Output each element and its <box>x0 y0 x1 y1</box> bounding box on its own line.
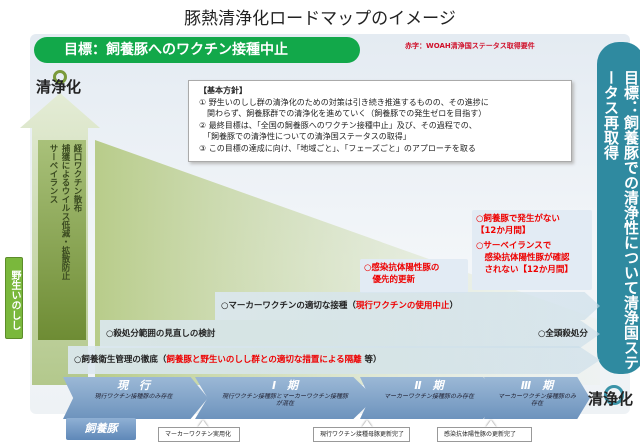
bar-text: ○マーカーワクチンの適切な接種（ <box>221 301 356 311</box>
milestone-box: 感染抗体陽性豚の更新完了 <box>437 427 532 442</box>
phase-desc: 現行ワクチン接種豚とマーカーワクチン接種豚が混在 <box>221 393 348 407</box>
bar-text: ） <box>449 301 458 311</box>
phase-3: Ⅲ 期 マーカーワクチン接種豚のみ存在 <box>484 377 590 419</box>
requirement-box-antibody: ○感染抗体陽性豚の 優先的更新 <box>360 259 468 293</box>
phase-2: Ⅱ 期 マーカーワクチン接種豚のみ存在 <box>360 377 500 419</box>
requirement-line: 感染抗体陽性豚が確認 <box>476 253 570 263</box>
measure-item: 経口ワクチン散布 <box>72 144 82 212</box>
phase-name: Ⅲ 期 <box>520 379 554 392</box>
phase-desc: 現行ワクチン接種豚のみ存在 <box>94 393 173 400</box>
ring-icon <box>604 385 624 405</box>
policy-line: ② 最終目標は、「全国の飼養豚へのワクチン接種中止」及び、その過程での、 <box>199 120 477 130</box>
arrow-up-icon <box>362 420 372 427</box>
requirement-line: ○感染抗体陽性豚の <box>364 263 440 273</box>
clean-label-bottom: 清浄化 <box>588 390 634 408</box>
goal-banner: 目標：飼養豚へのワクチン接種中止 <box>34 37 360 63</box>
policy-heading: 【基本方針】 <box>199 86 247 95</box>
requirement-line: ○飼養豚で発生がない <box>476 214 560 224</box>
policy-line: ③ この目標の達成に向け、「地域ごと」、「フェーズごと」のアプローチを取る <box>199 143 476 153</box>
arrow-up-icon <box>198 420 208 427</box>
requirement-box-status: ○飼養豚で発生がない 【12か月間】 ○サーベイランスで 感染抗体陽性豚が確認 … <box>472 210 592 290</box>
policy-line: ① 野生いのしし群の清浄化のための対策は引き続き推進するものの、その進捗に <box>199 97 489 107</box>
right-goal-column: 目標：飼養豚での清浄性について清浄国ステータス再取得 <box>597 42 640 374</box>
marker-vaccine-bar: ○マーカーワクチンの適切な接種（現行ワクチンの使用中止） <box>215 292 600 320</box>
bar-text: 等） <box>361 355 382 365</box>
farmed-pig-label: 飼養豚 <box>66 418 136 440</box>
milestone-box: マーカーワクチン実用化 <box>158 427 240 442</box>
basic-policy-box: 【基本方針】 ① 野生いのしし群の清浄化のための対策は引き続き推進するものの、そ… <box>188 80 572 162</box>
bar-text-right: ○全頭殺処分 <box>538 329 588 339</box>
measure-item: 捕獲によるウイルス低減・拡散防止 <box>60 144 70 280</box>
requirement-line: ○サーベイランスで <box>476 241 552 251</box>
arrow-up-icon <box>486 420 496 427</box>
red-text-legend: 赤字：WOAH清浄国ステータス取得要件 <box>405 42 535 50</box>
phase-desc: マーカーワクチン接種豚のみ存在 <box>498 393 577 407</box>
milestone-box: 現行ワクチン接種母豚更新完了 <box>313 427 410 442</box>
bar-red-text: 現行ワクチンの使用中止 <box>355 301 450 311</box>
phase-name: Ⅰ 期 <box>271 379 299 392</box>
bar-text: ○飼養衛生管理の徹底（ <box>74 355 167 365</box>
wild-boar-label: 野生いのしし <box>5 257 23 339</box>
bar-text: ○殺処分範囲の見直しの検討 <box>106 329 216 339</box>
policy-line: 「飼養豚での清浄性についての清浄国ステータスの取得」 <box>199 132 411 141</box>
phase-current: 現 行 現行ワクチン接種豚のみ存在 <box>63 377 208 419</box>
page-title: 豚熱清浄化ロードマップのイメージ <box>184 9 456 29</box>
requirement-line: 【12か月間】 <box>476 226 531 236</box>
clean-label-top: 清浄化 <box>36 78 82 96</box>
hygiene-bar: ○飼養衛生管理の徹底（飼養豚と野生いのしし群との適切な措置による隔離 等） <box>68 346 600 374</box>
wild-boar-measures: 経口ワクチン散布 捕獲によるウイルス低減・拡散防止 サーベイランス <box>38 140 86 340</box>
measure-item: サーベイランス <box>48 144 58 204</box>
policy-line: 関わらず、飼養豚群での清浄化を進めていく（飼養豚での発生ゼロを目指す） <box>199 109 487 118</box>
culling-bar: ○殺処分範囲の見直しの検討 ○全頭殺処分 <box>100 320 600 348</box>
ring-icon <box>53 70 67 84</box>
requirement-line: されない【12か月間】 <box>476 265 573 275</box>
phase-1: Ⅰ 期 現行ワクチン接種豚とマーカーワクチン接種豚が混在 <box>195 377 375 419</box>
phase-desc: マーカーワクチン接種豚のみ存在 <box>383 393 474 400</box>
requirement-line: 優先的更新 <box>364 275 416 285</box>
bar-red-text: 飼養豚と野生いのしし群との適切な措置による隔離 <box>166 355 362 365</box>
phase-name: 現 行 <box>117 379 150 392</box>
phase-name: Ⅱ 期 <box>414 379 444 392</box>
